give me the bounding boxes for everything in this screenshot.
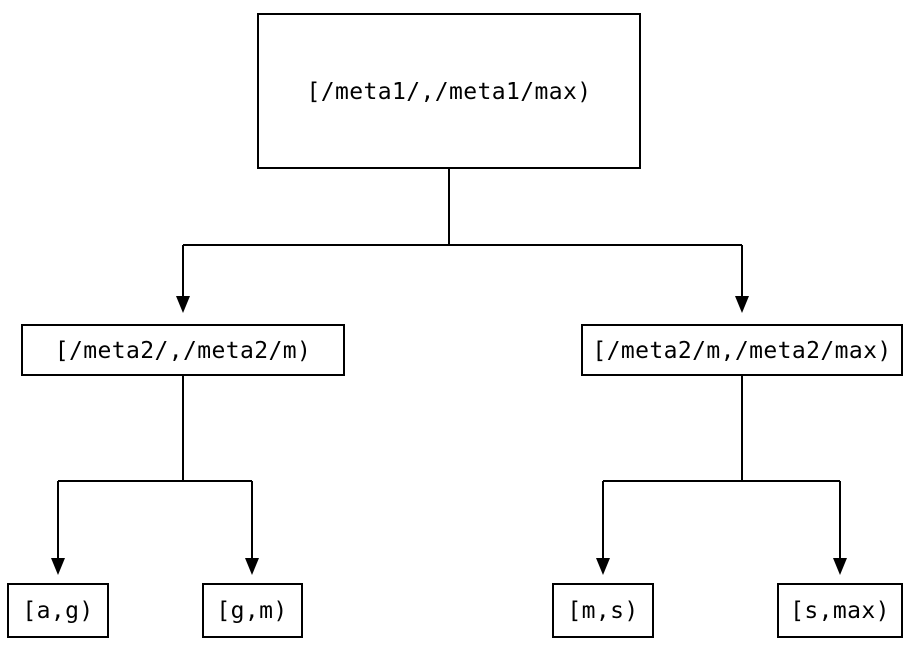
- node-leaf-gm: [g,m): [202, 583, 303, 638]
- node-root-box: [257, 13, 641, 169]
- node-leaf-ms-box: [552, 583, 654, 638]
- node-leaf-ms-label: [m,s): [567, 598, 638, 624]
- arrowhead-icon: [833, 558, 847, 575]
- node-leaf-gm-label: [g,m): [216, 598, 287, 624]
- node-root: [/meta1/,/meta1/max): [257, 13, 641, 169]
- node-leaf-smax: [s,max): [777, 583, 903, 638]
- arrowhead-icon: [596, 558, 610, 575]
- node-meta2-low-label: [/meta2/,/meta2/m): [55, 338, 311, 364]
- node-meta2-high-label: [/meta2/m,/meta2/max): [592, 338, 891, 364]
- node-leaf-smax-label: [s,max): [790, 598, 890, 624]
- node-leaf-ms: [m,s): [552, 583, 654, 638]
- node-leaf-ag: [a,g): [7, 583, 109, 638]
- node-meta2-high-box: [581, 324, 903, 376]
- node-leaf-gm-box: [202, 583, 303, 638]
- node-meta2-low-box: [21, 324, 345, 376]
- node-leaf-ag-box: [7, 583, 109, 638]
- arrowhead-icon: [245, 558, 259, 575]
- connector-meta2-low-children: [51, 375, 259, 575]
- connector-root-children: [176, 168, 749, 313]
- node-leaf-smax-box: [777, 583, 903, 638]
- arrowhead-icon: [176, 296, 190, 313]
- node-meta2-high: [/meta2/m,/meta2/max): [581, 324, 903, 376]
- node-leaf-ag-label: [a,g): [22, 598, 93, 624]
- node-meta2-low: [/meta2/,/meta2/m): [21, 324, 345, 376]
- arrowhead-icon: [735, 296, 749, 313]
- connector-meta2-high-children: [596, 375, 847, 575]
- node-root-label: [/meta1/,/meta1/max): [307, 79, 592, 105]
- arrowhead-icon: [51, 558, 65, 575]
